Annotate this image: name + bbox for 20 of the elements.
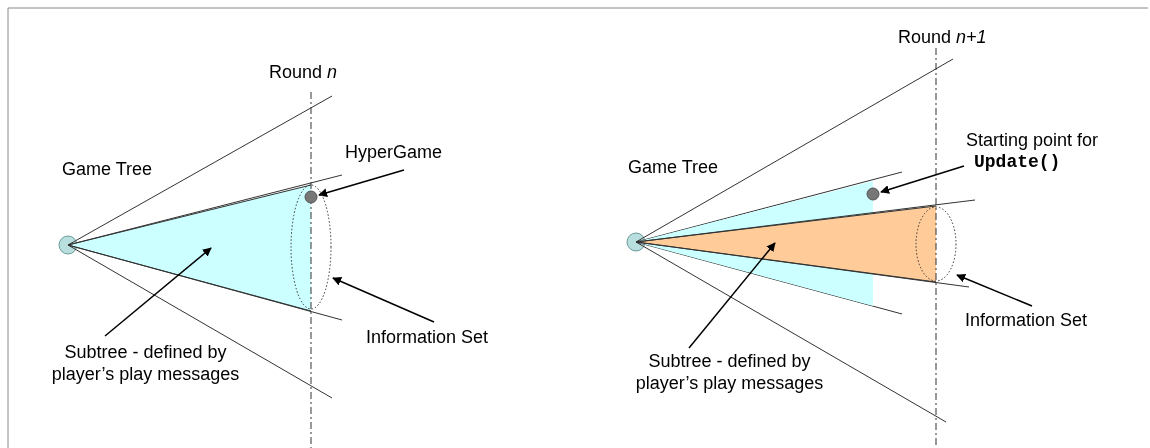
information-set-ellipse (915, 206, 957, 282)
annotation-text: HyperGame (345, 141, 475, 163)
annotation-text: Subtree - defined by player’s play messages (622, 350, 837, 394)
leader-arrow (332, 277, 435, 323)
annotation-text: Information Set (366, 326, 526, 348)
annotation-text: Subtree - defined by player’s play messages (38, 341, 253, 385)
leader-arrow (318, 169, 405, 198)
round-label: Round n (269, 61, 338, 83)
tree-label: Game Tree (62, 158, 153, 180)
annotation-text: Starting point for Update() (966, 129, 1141, 173)
tree-label: Game Tree (628, 156, 719, 178)
leader-arrow (956, 273, 1033, 307)
annotation-text: Information Set (965, 309, 1125, 331)
node-dot (866, 187, 880, 201)
information-set-ellipse (290, 184, 332, 310)
node-dot (304, 190, 318, 204)
leader-arrow (688, 242, 776, 349)
round-label: Round n+1 (898, 26, 987, 48)
leader-arrow (880, 165, 965, 194)
leader-arrow (104, 247, 212, 337)
